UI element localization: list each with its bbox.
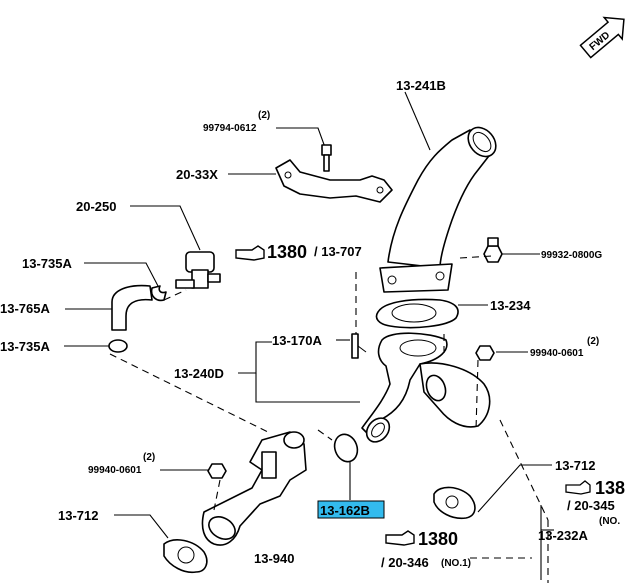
qty-99794: (2)	[258, 110, 270, 121]
gasket-13-234	[375, 298, 459, 329]
stud-13-170a	[351, 333, 367, 359]
pointing-hand-icon	[385, 530, 415, 546]
pointing-hand-icon	[235, 245, 265, 261]
ref-13-707: / 13-707	[314, 244, 362, 259]
ref-20-346: / 20-346	[381, 555, 429, 570]
label-13-765a: 13-765A	[0, 301, 50, 316]
gasket-13-712-right	[433, 486, 476, 520]
label-13-162b: 13-162B	[320, 503, 370, 518]
label-99932-0800g: 99932-0800G	[541, 250, 602, 261]
label-13-712-right: 13-712	[555, 458, 595, 473]
label-99940-0601-right: 99940-0601	[530, 348, 584, 359]
gasket-13-712-left	[163, 539, 208, 574]
label-13-735a-top: 13-735A	[22, 256, 72, 271]
ref-138-right: 138	[595, 478, 625, 498]
label-13-241b: 13-241B	[396, 78, 446, 93]
no-right: (NO.	[599, 516, 620, 527]
ref-20-345-right: / 20-345	[567, 498, 615, 513]
qty-99940-left: (2)	[143, 452, 155, 463]
label-13-170a: 13-170A	[272, 333, 322, 348]
label-13-735a-bot: 13-735A	[0, 339, 50, 354]
no1: (NO.1)	[441, 558, 471, 569]
ref-1380-bottom: 1380	[418, 529, 458, 549]
label-13-712-left: 13-712	[58, 508, 98, 523]
label-20-250: 20-250	[76, 199, 116, 214]
pipe-13-240d	[361, 332, 491, 443]
clamp-13-735a-bot	[108, 339, 128, 353]
ref-1380-top: 1380	[267, 242, 307, 262]
label-13-240d: 13-240D	[174, 366, 224, 381]
hose-13-241b	[379, 126, 497, 293]
highlight-13-162b	[317, 500, 385, 519]
qty-99940-right: (2)	[587, 336, 599, 347]
nut-99940-right	[475, 345, 495, 361]
label-20-33x: 20-33X	[176, 167, 218, 182]
assembly-lines	[109, 255, 549, 583]
bolt-99794	[321, 144, 332, 172]
label-13-234: 13-234	[490, 298, 531, 313]
label-13-940: 13-940	[254, 551, 294, 566]
leader-13-241b	[404, 91, 431, 151]
pipe-13-940	[201, 431, 307, 546]
valve-20-250	[175, 251, 221, 289]
label-99794-0612: 99794-0612	[203, 123, 257, 134]
fwd-arrow-icon: FWD	[579, 16, 625, 59]
label-99940-0601-left: 99940-0601	[88, 465, 142, 476]
label-13-232a: 13-232A	[538, 528, 588, 543]
clamp-13-735a-top	[150, 285, 167, 302]
pointing-hand-icon	[565, 480, 591, 495]
hose-13-765a	[111, 284, 153, 331]
bracket-20-33x	[275, 159, 393, 203]
oring-13-162b	[333, 433, 359, 463]
nut-99932	[483, 237, 503, 263]
nut-99940-left	[207, 463, 227, 479]
